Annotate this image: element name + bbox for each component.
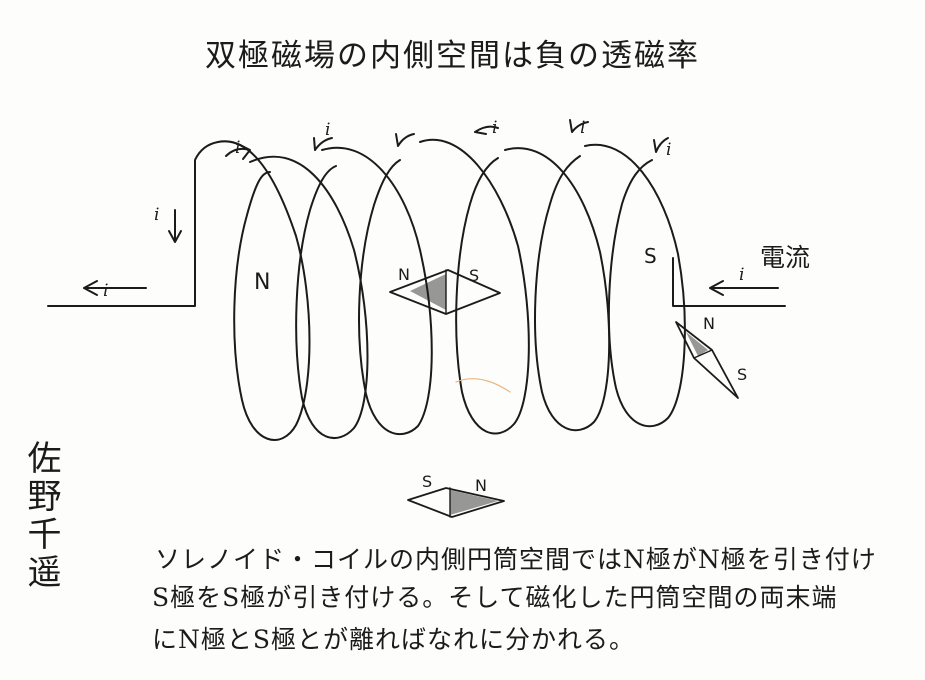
author-signature: 佐野千遥 xyxy=(21,440,61,592)
current-symbol-left: i xyxy=(103,281,109,301)
center-needle-n-label: N xyxy=(398,265,410,284)
current-symbol-lead: i xyxy=(154,205,160,225)
current-symbol-loop-2: i xyxy=(325,120,331,140)
explanation-line-3: にN極とS極とが離ればなれに分かれる。 xyxy=(152,625,636,654)
bottom-needle-n-label: N xyxy=(475,476,487,495)
current-symbol-right: i xyxy=(739,265,745,285)
diagram-title: 双極磁場の内側空間は負の透磁率 xyxy=(205,38,700,74)
compass-needle-right xyxy=(675,321,739,399)
current-symbol-loop-4: i xyxy=(580,118,586,138)
compass-needle-center xyxy=(389,269,501,315)
current-symbol-loop-3: i xyxy=(492,118,498,138)
current-arrows xyxy=(83,119,779,296)
explanation-line-1: ソレノイド・コイルの内側円筒空間ではN極がN極を引き付け xyxy=(155,545,877,574)
wire-leads xyxy=(47,141,786,307)
right-needle-s-label: S xyxy=(737,365,748,384)
stray-mark xyxy=(455,378,511,393)
coil-north-pole-label: N xyxy=(254,270,271,295)
current-symbol-loop-5: i xyxy=(666,140,672,160)
current-symbol-loop-1: i xyxy=(235,138,241,158)
coil-south-pole-label: S xyxy=(644,244,657,268)
bottom-needle-s-label: S xyxy=(422,472,433,491)
current-label: 電流 xyxy=(760,243,811,272)
right-needle-n-label: N xyxy=(703,314,715,333)
compass-needle-bottom xyxy=(407,487,505,518)
explanation-line-2: S極をS極が引き付ける。そして磁化した円筒空間の両末端 xyxy=(152,583,838,612)
center-needle-s-label: S xyxy=(469,266,480,285)
coil-loops xyxy=(217,138,686,441)
